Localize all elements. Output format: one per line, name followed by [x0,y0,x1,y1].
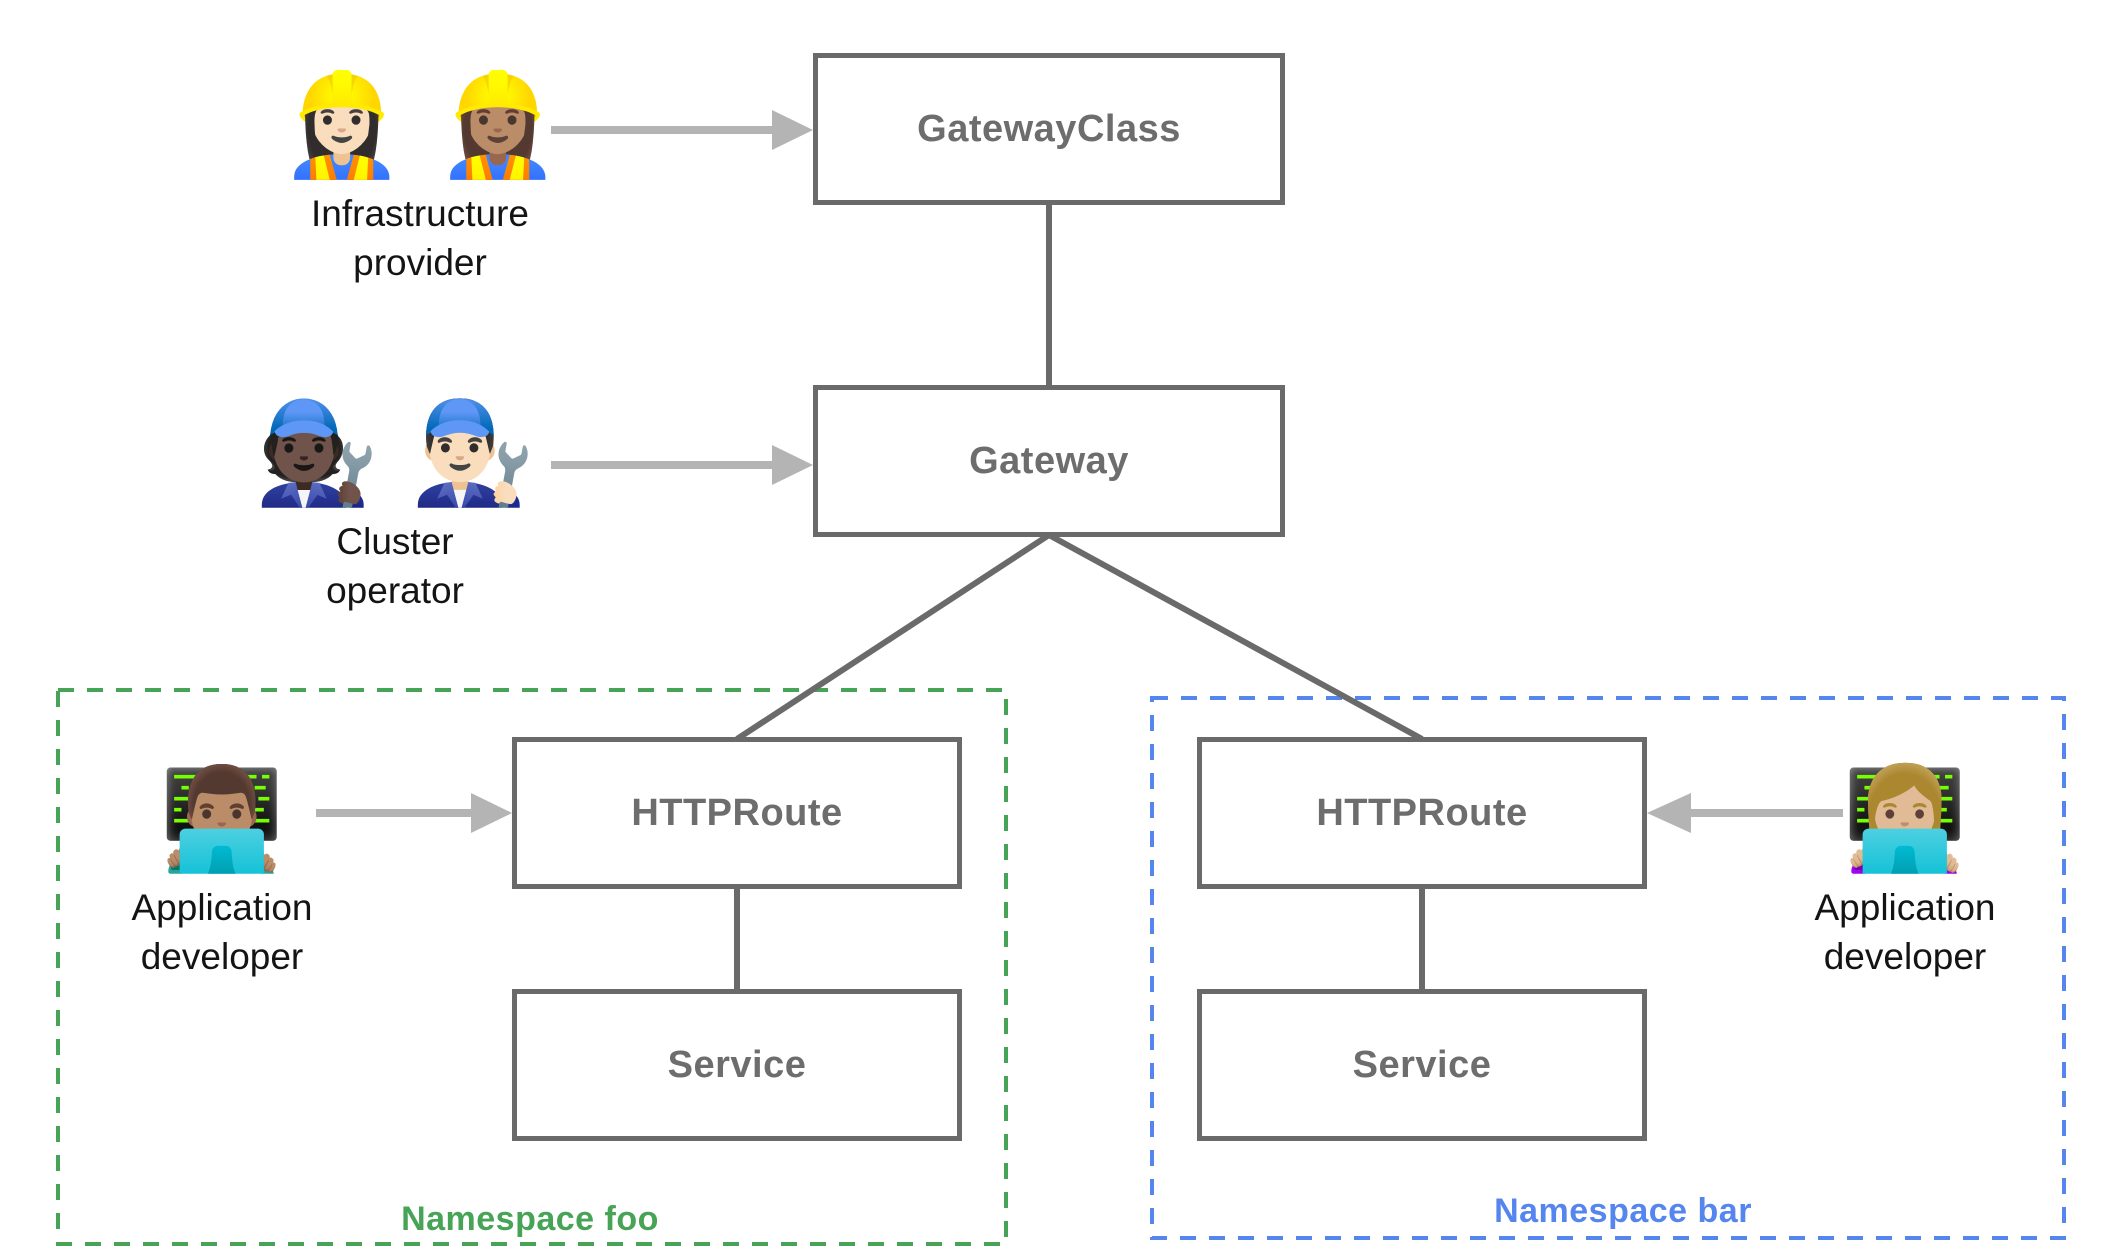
arrowhead-dev-httproute-foo [471,793,512,833]
persona-application-developer-foo: 👨🏽‍💻 Application developer [47,754,397,982]
persona-label-line: provider [353,241,487,283]
arrowhead-dev-httproute-bar [1647,793,1691,833]
construction-worker-emoji: 👷🏻‍♀️ 👷🏽‍♀️ [279,66,561,183]
persona-label-line: developer [140,935,304,977]
persona-label-line: Cluster [336,521,454,562]
arrowhead-cluster-gateway [772,445,813,485]
technologist-emoji: 👨🏽‍💻 [159,760,285,877]
persona-label-line: Application [131,887,313,928]
persona-infrastructure-provider: 👷🏻‍♀️ 👷🏽‍♀️ Infrastructure provider [180,60,660,288]
mechanic-emoji: 🧑🏿‍🔧 👨🏻‍🔧 [254,394,536,511]
edge-gateway-httproute-bar [1047,532,1424,742]
persona-label-line: developer [1823,935,1987,977]
namespace-foo-label: Namespace foo [401,1200,659,1238]
persona-label-line: Application [1814,887,1996,928]
namespace-bar-label: Namespace bar [1494,1192,1752,1230]
node-gateway: Gateway [813,385,1285,537]
persona-label-line: Infrastructure [311,193,529,234]
node-service-foo: Service [512,989,962,1141]
technologist-emoji: 👩🏼‍💻 [1842,760,1968,877]
arrowhead-infrastructure-gatewayclass [772,110,813,150]
edge-gateway-httproute-foo [735,532,1051,742]
node-gatewayclass: GatewayClass [813,53,1285,205]
namespace-foo-boundary [56,688,1008,1246]
node-httproute-bar: HTTPRoute [1197,737,1647,889]
persona-application-developer-bar: 👩🏼‍💻 Application developer [1730,754,2080,982]
node-httproute-foo: HTTPRoute [512,737,962,889]
node-service-bar: Service [1197,989,1647,1141]
persona-cluster-operator: 🧑🏿‍🔧 👨🏻‍🔧 Cluster operator [155,388,635,616]
persona-label-line: operator [326,569,464,611]
